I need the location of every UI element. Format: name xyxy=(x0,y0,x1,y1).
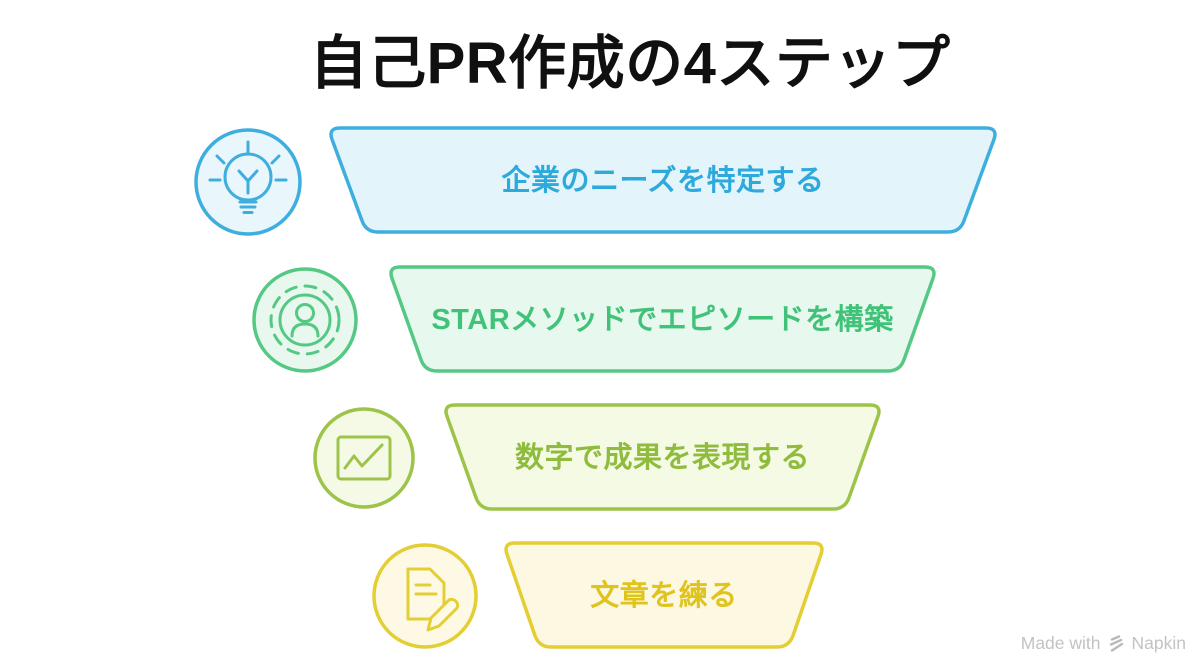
document-edit-icon xyxy=(372,543,478,649)
funnel-step-1-shape xyxy=(329,126,997,234)
watermark: Made with Napkin xyxy=(1021,633,1186,654)
funnel-step-2-shape xyxy=(389,265,936,373)
step-4-label: 文章を練る xyxy=(590,580,738,612)
lightbulb-icon xyxy=(194,128,302,236)
napkin-logo-icon xyxy=(1109,635,1123,652)
funnel-step-3-shape xyxy=(444,403,881,511)
watermark-prefix: Made with xyxy=(1020,633,1101,653)
person-target-icon xyxy=(252,267,358,373)
step-1-label: 企業のニーズを特定する xyxy=(501,165,825,197)
line-chart-icon xyxy=(313,407,415,509)
page-title: 自己PR作成の4ステップ xyxy=(309,31,951,96)
step-2-label: STARメソッドでエピソードを構築 xyxy=(431,304,894,336)
watermark-brand: Napkin xyxy=(1131,633,1186,653)
step-3-label: 数字で成果を表現する xyxy=(514,442,810,474)
funnel-step-4-shape xyxy=(504,541,824,649)
